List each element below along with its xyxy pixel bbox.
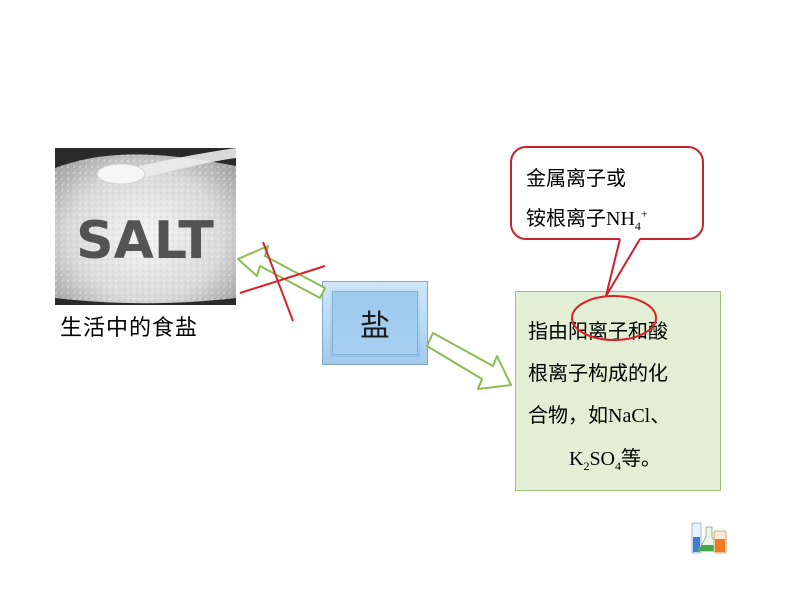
definition-line-2: 根离子构成的化 — [528, 361, 668, 385]
formula-k2so4: K2SO4 — [568, 448, 622, 473]
formula-nacl: NaCl — [608, 405, 651, 427]
arrow-to-salt — [237, 245, 326, 299]
spoon-bowl — [96, 163, 146, 185]
formula-nh4: NH4+ — [606, 206, 648, 233]
salt-letters: SALT — [76, 211, 214, 271]
center-box: 盐 — [322, 281, 428, 365]
red-cross-mark — [239, 241, 326, 322]
definition-line-3: 合物，如NaCl、 — [528, 403, 671, 427]
callout-line-2: 铵根离子NH4+ — [526, 206, 648, 233]
definition-box: 指由阳离子和酸 根离子构成的化 合物，如NaCl、 K2SO4等。 — [515, 291, 721, 491]
center-box-bevel — [332, 291, 418, 355]
definition-line-1: 指由阳离子和酸 — [528, 319, 668, 343]
definition-line-4: K2SO4等。 — [568, 446, 662, 473]
salt-photo: SALT — [55, 148, 236, 305]
center-label: 盐 — [360, 309, 390, 344]
callout-bubble: 金属离子或 铵根离子NH4+ — [510, 146, 704, 240]
callout-tail — [605, 238, 641, 297]
salt-caption: 生活中的食盐 — [60, 316, 199, 341]
lab-flasks-icon[interactable] — [690, 521, 728, 557]
spoon-handle — [125, 148, 236, 178]
highlighted-term: 阳离子 — [568, 319, 628, 343]
arrow-to-definition — [426, 332, 512, 390]
callout-line-1: 金属离子或 — [526, 166, 626, 190]
